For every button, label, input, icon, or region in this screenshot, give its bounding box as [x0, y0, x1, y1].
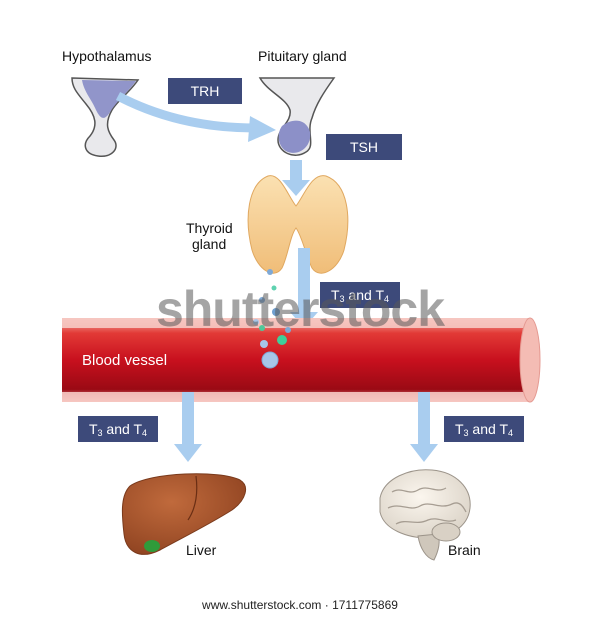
brain-label: Brain	[448, 542, 481, 558]
tsh-box: TSH	[326, 134, 402, 160]
and-text: and	[468, 421, 500, 437]
t3-text: T	[88, 421, 98, 437]
t4-text: T	[375, 287, 384, 303]
hypothalamus-label: Hypothalamus	[62, 48, 152, 64]
t3t4-box-liver: T3 and T4	[78, 416, 158, 442]
thyroid-label-line1: Thyroid	[186, 220, 233, 236]
blood-vessel	[62, 317, 541, 403]
and-text: and	[102, 421, 134, 437]
pituitary-shape	[258, 77, 336, 156]
t4-subscript: 4	[384, 294, 390, 304]
brain-shape	[379, 469, 471, 561]
liver-arrowhead	[174, 444, 202, 462]
blood-vessel-label: Blood vessel	[82, 352, 168, 369]
t3-subscript: 3	[339, 294, 345, 304]
thyroid-label-line2: gland	[192, 236, 227, 252]
liver-arrow	[182, 392, 194, 446]
t3t4-arrow-down	[298, 248, 310, 314]
t4-subscript: 4	[508, 428, 514, 438]
t4-text: T	[133, 421, 142, 437]
t4-subscript: 4	[142, 428, 148, 438]
and-text: and	[344, 287, 376, 303]
tsh-arrowhead	[282, 180, 310, 196]
t3-text: T	[454, 421, 464, 437]
t3t4-box-brain: T3 and T4	[444, 416, 524, 442]
liver-label: Liver	[186, 542, 217, 558]
trh-arrowhead	[248, 116, 276, 142]
tsh-arrow	[290, 160, 302, 182]
watermark: shutterstock	[155, 281, 445, 337]
hormone-molecules	[253, 269, 291, 369]
trh-arrow	[115, 92, 256, 133]
t4-text: T	[499, 421, 508, 437]
brain-arrow	[418, 392, 430, 446]
thyroid-shape	[247, 175, 349, 274]
trh-box: TRH	[168, 78, 242, 104]
t3-text: T	[330, 287, 340, 303]
t3-subscript: 3	[97, 428, 103, 438]
liver-shape	[121, 473, 247, 555]
t3t4-box-thyroid: T3 and T4	[320, 282, 400, 308]
brain-arrowhead	[410, 444, 438, 462]
footer-credit: www.shutterstock.com · 1711775869	[202, 598, 398, 612]
pituitary-label: Pituitary gland	[258, 48, 347, 64]
t3-subscript: 3	[463, 428, 469, 438]
hypothalamus-shape	[71, 77, 140, 157]
